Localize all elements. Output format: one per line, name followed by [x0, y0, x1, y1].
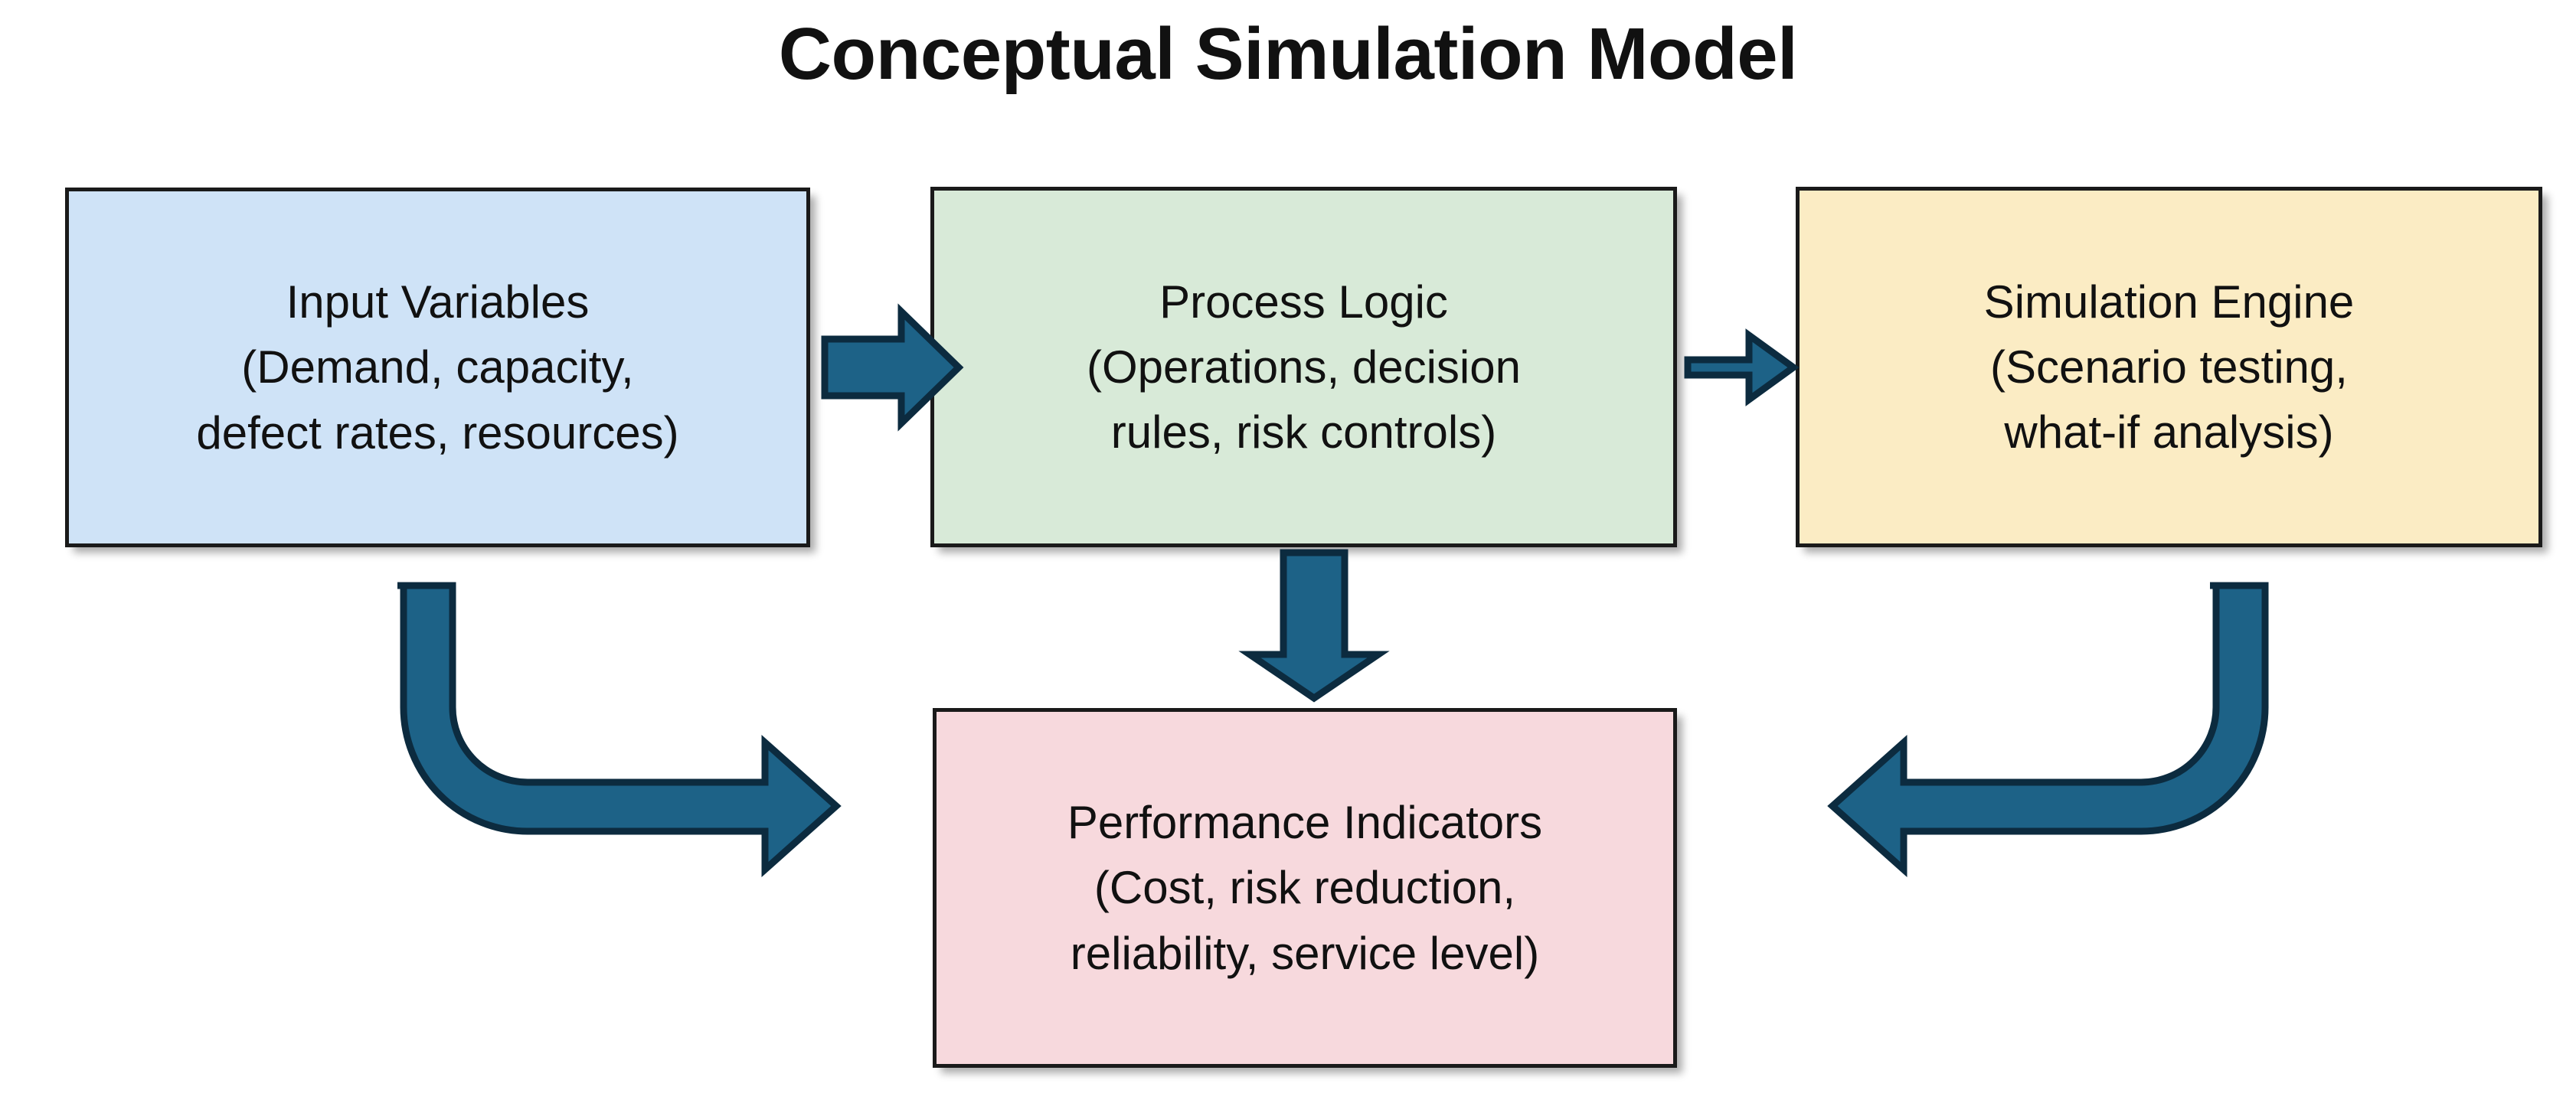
- node-simulation-engine[interactable]: Simulation Engine (Scenario testing, wha…: [1796, 187, 2542, 547]
- node-performance-indicators-label: Performance Indicators (Cost, risk reduc…: [1067, 797, 1543, 979]
- node-input-variables-label: Input Variables (Demand, capacity, defec…: [196, 276, 679, 458]
- node-performance-indicators[interactable]: Performance Indicators (Cost, risk reduc…: [933, 708, 1677, 1068]
- node-process-logic[interactable]: Process Logic (Operations, decision rule…: [930, 187, 1677, 547]
- node-input-variables[interactable]: Input Variables (Demand, capacity, defec…: [65, 188, 810, 547]
- arrow-simulation-to-performance-elbow-icon: [1827, 582, 2269, 878]
- arrow-input-to-performance-elbow-icon: [397, 582, 842, 878]
- arrow-process-to-simulation-icon: [1684, 328, 1800, 406]
- page-title: Conceptual Simulation Model: [778, 13, 1798, 95]
- node-simulation-engine-label: Simulation Engine (Scenario testing, wha…: [1983, 276, 2355, 458]
- node-process-logic-label: Process Logic (Operations, decision rule…: [1087, 276, 1521, 458]
- arrow-process-to-performance-icon: [1238, 549, 1390, 703]
